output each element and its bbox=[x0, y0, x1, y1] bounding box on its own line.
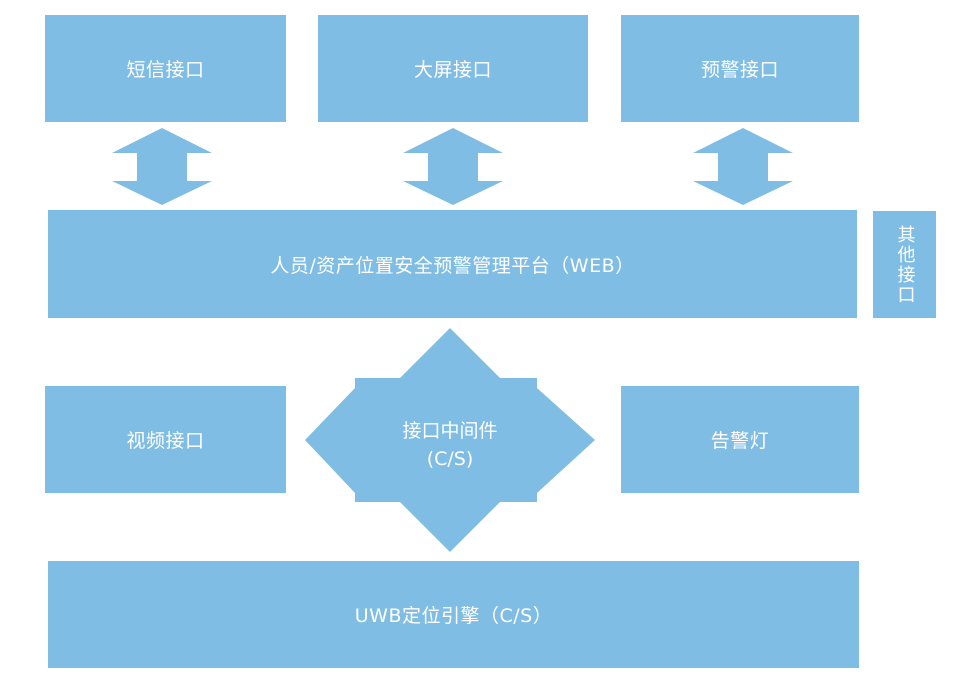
alert-interface-label: 预警接口 bbox=[700, 59, 779, 81]
double-arrow-alert bbox=[693, 128, 793, 205]
video-interface-label: 视频接口 bbox=[126, 430, 205, 452]
other-interface-label: 其他接口 bbox=[894, 224, 916, 305]
double-arrow-big-screen bbox=[403, 128, 503, 205]
big-screen-interface-label: 大屏接口 bbox=[413, 59, 492, 81]
middleware-label-line1: 接口中间件 bbox=[402, 420, 498, 442]
middleware-label-line2: (C/S) bbox=[426, 448, 474, 470]
uwb-engine-box: UWB定位引擎（C/S） bbox=[48, 561, 859, 668]
sms-interface-label: 短信接口 bbox=[126, 59, 205, 81]
double-arrow-sms bbox=[112, 128, 212, 205]
four-way-arrow-middleware bbox=[305, 328, 595, 552]
middleware-label-group: 接口中间件 (C/S) bbox=[365, 410, 535, 480]
big-screen-interface-box: 大屏接口 bbox=[318, 15, 588, 122]
uwb-engine-label: UWB定位引擎（C/S） bbox=[354, 605, 553, 627]
other-interface-box: 其他接口 bbox=[873, 211, 936, 318]
sms-interface-box: 短信接口 bbox=[45, 15, 286, 122]
platform-box: 人员/资产位置安全预警管理平台（WEB） bbox=[48, 210, 857, 318]
video-interface-box: 视频接口 bbox=[45, 386, 286, 493]
alarm-light-label: 告警灯 bbox=[710, 430, 770, 452]
alarm-light-box: 告警灯 bbox=[621, 386, 859, 493]
alert-interface-box: 预警接口 bbox=[621, 15, 859, 122]
platform-label: 人员/资产位置安全预警管理平台（WEB） bbox=[270, 254, 635, 277]
